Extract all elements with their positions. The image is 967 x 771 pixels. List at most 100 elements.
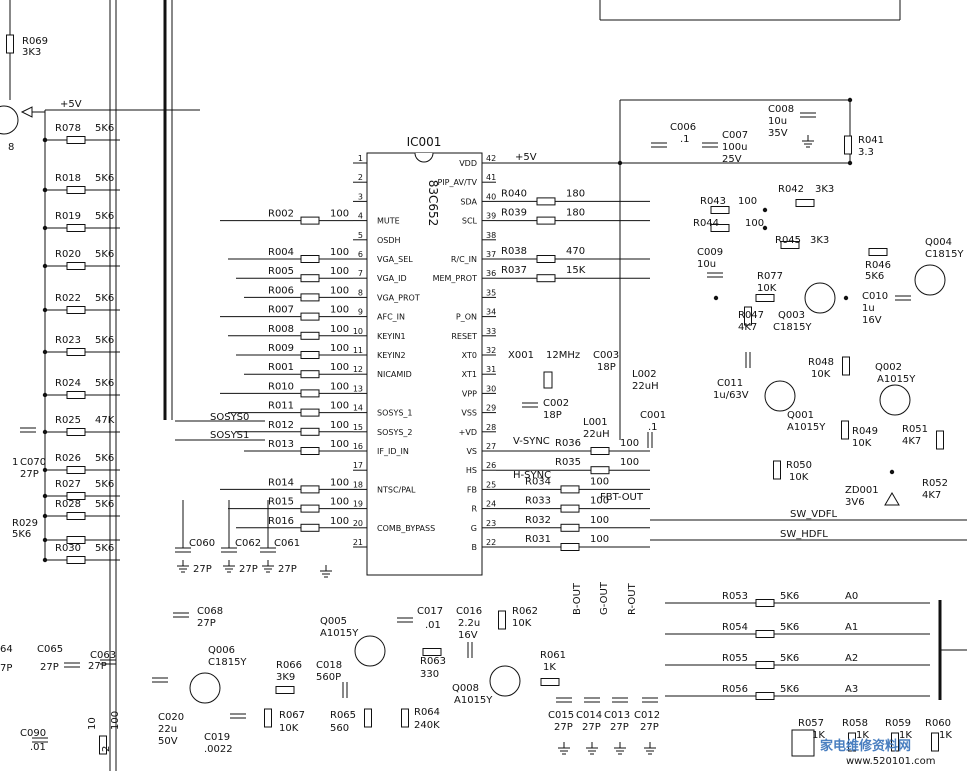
r044-value: 100	[745, 218, 764, 229]
resistor-ref: R036	[555, 438, 581, 449]
cap-ref: C060	[189, 538, 215, 549]
resistor-value: 100	[590, 476, 609, 487]
pin-number: 4	[358, 212, 363, 221]
junction-dot	[42, 392, 48, 398]
pin-number: 14	[353, 404, 363, 413]
transistor-q003	[804, 282, 836, 314]
resistor-ref: R002	[268, 209, 294, 220]
resistor-value: 5K6	[95, 293, 114, 304]
resistor-ref: R030	[55, 543, 81, 554]
junction-dot	[847, 160, 853, 166]
pin-name: AFC_IN	[377, 313, 405, 322]
bus-net-name: A0	[845, 591, 858, 602]
resistor-r031	[560, 543, 580, 551]
resistor-value: 1K	[856, 730, 869, 741]
transistor-q001	[764, 380, 796, 412]
q003-value: C1815Y	[773, 322, 812, 333]
pin-name: VS	[466, 447, 477, 456]
transistor-left-ref: 8	[8, 142, 14, 153]
pullup-r029	[66, 536, 86, 544]
bus-resistor-ref: R055	[722, 653, 748, 664]
pin-number: 36	[486, 269, 496, 278]
r041-ref: R041	[858, 135, 884, 146]
c090-ref: C090	[20, 728, 46, 739]
r048-value: 10K	[811, 369, 831, 380]
pin-name: FB	[467, 485, 477, 494]
q003-ref: Q003	[778, 310, 805, 321]
pin-number: 6	[358, 250, 363, 259]
resistor-r005	[300, 274, 320, 283]
resistor-r002	[300, 216, 320, 225]
resistor-ref: R078	[55, 123, 81, 134]
pin-number: 30	[486, 384, 496, 393]
pin-number: 23	[486, 519, 496, 528]
pin-name: KEYIN2	[377, 351, 406, 360]
pin-name: VGA_PROT	[377, 293, 420, 302]
c064-ref: 64	[0, 644, 13, 655]
bus-resistor-r055	[755, 661, 775, 669]
labels: IC00183C6521234MUTE5OSDH6VGA_SEL7VGA_ID8…	[0, 36, 964, 767]
q004-value: C1815Y	[925, 249, 964, 260]
resistor-ref: R005	[268, 266, 294, 277]
junction-dot	[889, 469, 895, 475]
plus5v-ic-label: +5V	[515, 152, 537, 163]
resistor-value: 5K6	[95, 335, 114, 346]
resistor-ref: R035	[555, 457, 581, 468]
pin-number: 38	[486, 231, 496, 240]
pin-number: 41	[486, 173, 496, 182]
c068-ref: C068	[197, 606, 223, 617]
g-out-label: G-OUT	[599, 581, 610, 615]
hsync-label: H-SYNC	[513, 470, 551, 481]
r050-ref: R050	[786, 460, 812, 471]
junction-dot	[42, 429, 48, 435]
cap-ref: C014	[576, 710, 602, 721]
q002-ref: Q002	[875, 362, 902, 373]
resistor-value: 100	[590, 534, 609, 545]
r062-value: 10K	[512, 618, 532, 629]
r067-ref: R067	[279, 710, 305, 721]
pin-number: 40	[486, 192, 496, 201]
resistor-r016	[300, 523, 320, 532]
c003-value: 18P	[597, 362, 616, 373]
junction-dot	[762, 225, 768, 231]
pullup-r019	[66, 224, 86, 232]
resistor-value: 100	[330, 497, 349, 508]
c017-ref: C017	[417, 606, 443, 617]
c001-value: .1	[648, 422, 658, 433]
l001-value: 22uH	[583, 429, 610, 440]
resistor-ref: R034	[525, 476, 551, 487]
pin-number: 24	[486, 500, 496, 509]
resistor-value: 100	[330, 247, 349, 258]
zd001-ref: ZD001	[845, 485, 879, 496]
pin-name: VPP	[462, 389, 477, 398]
pullup-r018	[66, 186, 86, 194]
bottom-label-10: 10	[87, 717, 98, 730]
pin-name: IF_ID_IN	[377, 447, 409, 456]
junction-dot	[42, 349, 48, 355]
resistor-ref: R015	[268, 497, 294, 508]
resistor-value: 100	[330, 420, 349, 431]
pullup-r027	[66, 492, 86, 500]
sosys1-label: SOSYS1	[210, 430, 249, 441]
l002-ref: L002	[632, 369, 657, 380]
junction-dot	[42, 263, 48, 269]
pin-name: VGA_SEL	[377, 255, 413, 264]
r069-ref: R069	[22, 36, 48, 47]
resistor-r067	[264, 708, 272, 728]
c019-ref: C019	[204, 732, 230, 743]
cap-value: 27P	[582, 722, 601, 733]
resistor-r033	[560, 504, 580, 513]
resistor-r045	[780, 241, 800, 249]
resistor-ref: R039	[501, 208, 527, 219]
transistor-q005	[354, 635, 386, 667]
r065-ref: R065	[330, 710, 356, 721]
c006-value: .1	[680, 134, 690, 145]
r063-value: 330	[420, 669, 439, 680]
resistor-ref: R029	[12, 518, 38, 529]
r041-value: 3.3	[858, 147, 874, 158]
junction-dot	[762, 207, 768, 213]
pin-name: NICAMID	[377, 370, 412, 379]
resistor-r051	[936, 430, 944, 450]
pin-name: P_ON	[456, 313, 477, 322]
pin-number: 8	[358, 288, 363, 297]
